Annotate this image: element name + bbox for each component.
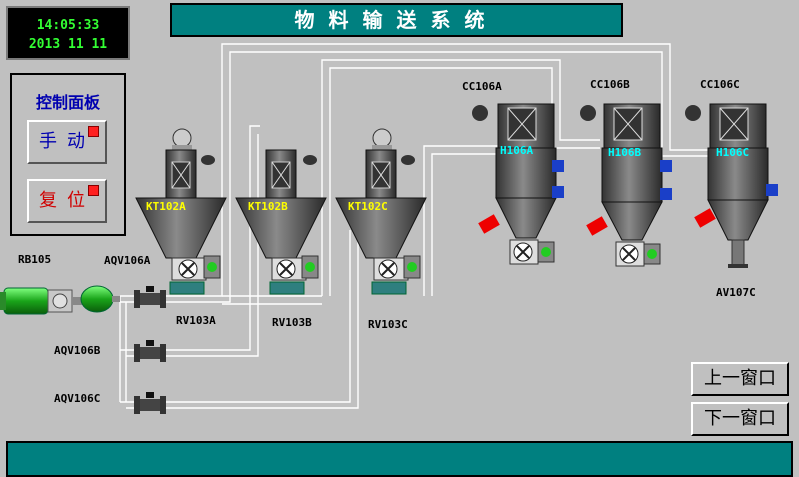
valve-a-label: AQV106A xyxy=(104,254,151,267)
page-title: 物料输送系统 xyxy=(170,3,623,37)
collector-c-label: CC106C xyxy=(700,78,740,91)
valve-aqv106c[interactable] xyxy=(134,392,166,414)
prev-window-button[interactable]: 上一窗口 xyxy=(691,362,789,396)
control-panel: 控制面板 手动 复位 xyxy=(10,73,126,236)
tank-h106c[interactable] xyxy=(685,103,778,268)
rv-a-label: RV103A xyxy=(176,314,216,327)
hopper-kt102b[interactable] xyxy=(235,149,327,295)
manual-indicator-icon xyxy=(88,126,99,137)
reset-indicator-icon xyxy=(88,185,99,196)
reset-button-label: 复位 xyxy=(39,190,95,211)
control-panel-title: 控制面板 xyxy=(35,93,100,112)
hopper-b-label: KT102B xyxy=(248,200,288,213)
valve-b-label: AQV106B xyxy=(54,344,101,357)
pump-label: RB105 xyxy=(18,253,52,266)
manual-button-label: 手动 xyxy=(39,131,95,152)
manual-button[interactable]: 手动 xyxy=(27,120,107,164)
hopper-c-label: KT102C xyxy=(348,200,388,213)
valve-c-label: AQV106C xyxy=(54,392,101,405)
rv-b-label: RV103B xyxy=(272,316,312,329)
next-window-button[interactable]: 下一窗口 xyxy=(691,402,789,436)
tank-a-label: H106A xyxy=(500,144,534,157)
collector-a-label: CC106A xyxy=(462,80,502,93)
status-bar xyxy=(6,441,793,477)
clock-display: 14:05:33 2013 11 11 xyxy=(6,6,130,60)
hopper-kt102c[interactable] xyxy=(335,128,427,295)
clock-date: 2013 11 11 xyxy=(28,37,108,52)
valve-aqv106b[interactable] xyxy=(134,340,166,362)
tank-h106a[interactable] xyxy=(472,103,564,265)
tank-b-label: H106B xyxy=(608,146,642,159)
reset-button[interactable]: 复位 xyxy=(27,179,107,223)
outlet-valve-label: AV107C xyxy=(716,286,756,299)
rv-c-label: RV103C xyxy=(368,318,408,331)
collector-b-label: CC106B xyxy=(590,78,630,91)
pump-rb105[interactable] xyxy=(0,285,120,315)
tank-c-label: H106C xyxy=(716,146,750,159)
tank-h106b[interactable] xyxy=(580,103,672,267)
clock-time: 14:05:33 xyxy=(36,18,100,33)
valve-aqv106a[interactable] xyxy=(134,286,166,308)
hopper-kt102a[interactable] xyxy=(135,128,227,295)
hopper-a-label: KT102A xyxy=(146,200,186,213)
